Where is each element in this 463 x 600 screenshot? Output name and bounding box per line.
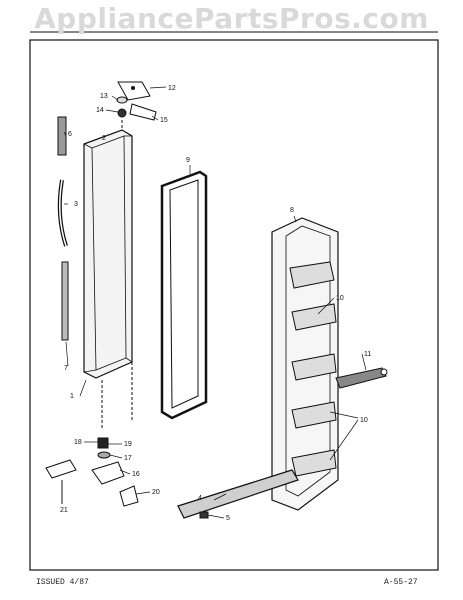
issued-date: ISSUED 4/87 [36,578,89,587]
door-stop [119,485,139,507]
hinge-washer [116,96,128,104]
callout-label-3: 3 [74,201,78,208]
callout-label-16: 16 [132,471,140,478]
bottom-hinge-washer [97,451,111,459]
door-outer-panel [83,129,133,379]
callout-label-10b: 10 [360,417,368,424]
callout-label-9: 9 [186,157,190,164]
callout-label-5: 5 [226,515,230,522]
trim-screw [199,511,209,519]
leader-lines [63,86,367,519]
callout-label-7: 7 [64,365,68,372]
callout-label-1: 1 [70,393,74,400]
bottom-hinge-pin [97,437,109,449]
diagram-border [29,39,439,571]
page-code: A-55-27 [384,578,418,587]
callout-label-14: 14 [96,107,104,114]
callout-label-10: 10 [336,295,344,302]
callout-label-17: 17 [124,455,132,462]
callout-label-15: 15 [160,117,168,124]
callout-label-6: 6 [68,131,72,138]
callout-label-8: 8 [290,207,294,214]
callout-label-20: 20 [152,489,160,496]
door-liner [271,217,339,511]
hinge-bushing [117,108,127,118]
callout-label-11: 11 [364,351,371,358]
callout-label-19: 19 [124,441,132,448]
callout-label-4: 4 [198,495,202,502]
top-hinge-bracket [117,81,157,121]
bottom-trim [177,469,299,519]
callout-label-12: 12 [168,85,176,92]
trim-strip-bottom [61,261,69,341]
door-gasket [160,170,208,420]
bottom-hinge-bracket [91,461,125,485]
callout-label-2: 2 [102,135,106,142]
lower-hinge-plate [45,459,77,479]
callout-label-21: 21 [60,507,68,514]
watermark-text: AppliancePartsPros.com [34,2,429,35]
callout-label-18: 18 [74,439,82,446]
callout-labels: 12 13 14 15 6 2 9 3 8 10 11 10 7 1 18 19… [60,85,371,522]
callout-label-13: 13 [100,93,108,100]
shelf-bar-retainer [335,367,388,389]
trim-strip-top [57,116,67,156]
